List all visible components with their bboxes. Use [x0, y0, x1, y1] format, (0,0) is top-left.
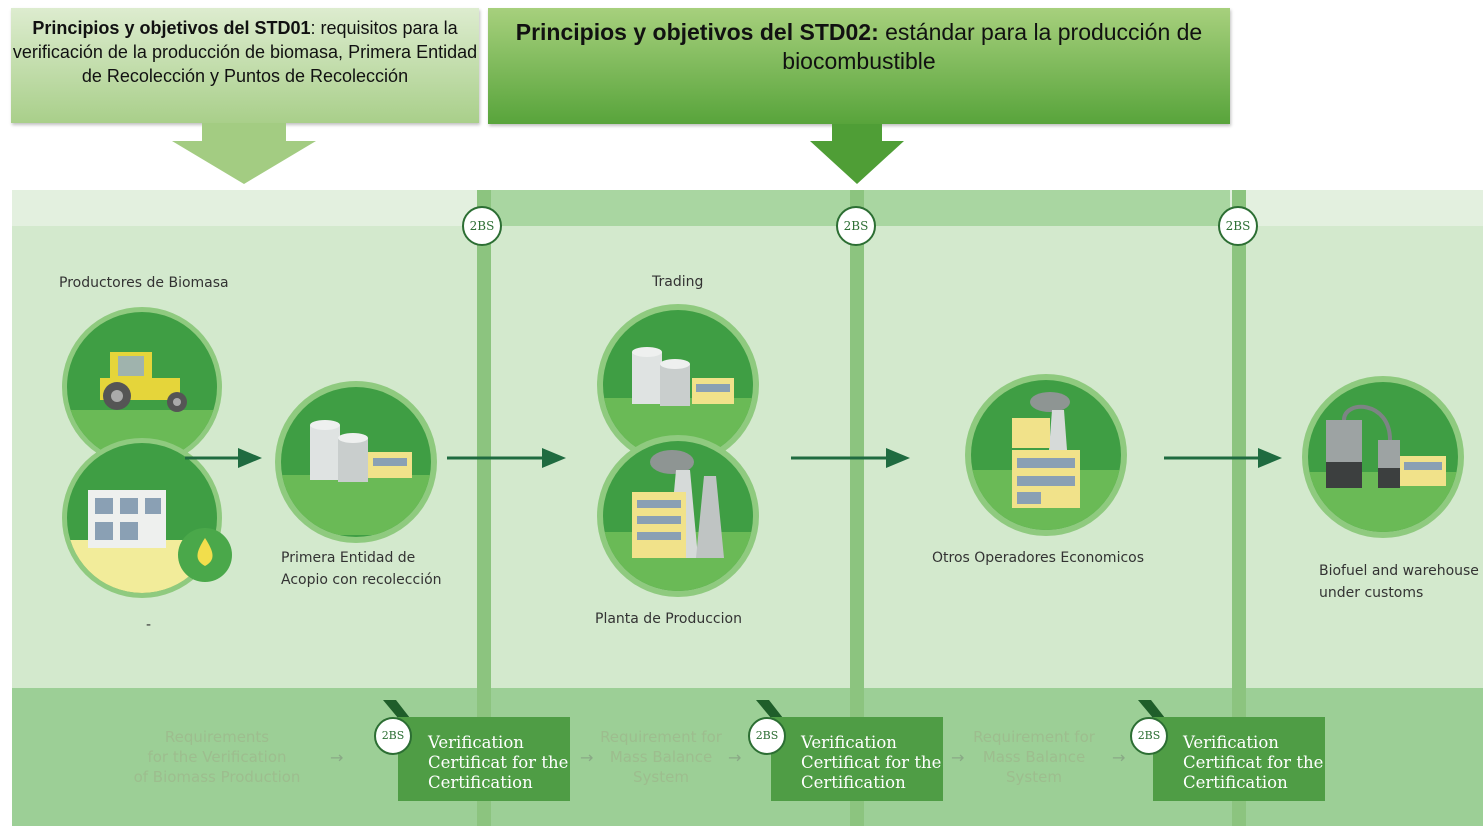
- std01-header-title: Principios y objetivos del STD01: [32, 18, 311, 38]
- std01-header-text: : requisitos para la verificación de la …: [12, 18, 478, 86]
- 2bs-seal-icon: 2BS: [462, 206, 502, 246]
- std01-header: Principios y objetivos del STD01: requis…: [11, 8, 479, 123]
- requirement-line: of Biomass Production: [133, 768, 301, 786]
- 2bs-seal-icon: 2BS: [836, 206, 876, 246]
- label-primera-2: Acopio con recolección: [281, 572, 442, 588]
- label-otros: Otros Operadores Economicos: [932, 550, 1145, 566]
- certificate-line: Certification: [801, 773, 906, 792]
- certificate-line: Verification: [801, 733, 897, 752]
- stage-divider: [1232, 190, 1246, 826]
- small-arrow-icon: →: [580, 748, 594, 767]
- small-arrow-icon: →: [728, 748, 742, 767]
- label-productores-sub: -: [146, 617, 152, 633]
- biomass-farm-icon: [62, 438, 232, 598]
- 2bs-seal-icon: 2BS: [748, 717, 786, 755]
- std01-down-arrow: [172, 123, 316, 184]
- certificate-line: Certificat for the: [1183, 753, 1324, 772]
- requirement-line: Requirement for: [600, 728, 722, 746]
- small-arrow-icon: →: [951, 748, 965, 767]
- certificate-line: Certification: [428, 773, 533, 792]
- flow-arrow: [185, 448, 1282, 468]
- verification-certificate: Verification Certificat for the Certific…: [771, 717, 943, 801]
- stage-divider: [477, 190, 491, 826]
- label-primera-1: Primera Entidad de: [281, 550, 416, 566]
- std02-header: Principios y objetivos del STD02: estánd…: [488, 8, 1230, 124]
- verification-certificate: Verification Certificat for the Certific…: [1153, 717, 1325, 801]
- certificate-line: Verification: [1183, 733, 1279, 752]
- requirement-line: Requirements: [164, 728, 270, 746]
- std02-header-title: Principios y objetivos del STD02:: [515, 19, 879, 45]
- 2bs-seal-icon: 2BS: [1130, 717, 1168, 755]
- requirement-line: System: [1006, 768, 1062, 786]
- requirement-line: Requirement for: [973, 728, 1095, 746]
- 2bs-seal-icon: 2BS: [374, 717, 412, 755]
- label-planta: Planta de Produccion: [595, 611, 742, 627]
- requirement-text: Requirement for Mass Balance System: [588, 727, 734, 787]
- 2bs-seal-icon: 2BS: [1218, 206, 1258, 246]
- label-productores: Productores de Biomasa: [59, 275, 229, 291]
- label-biofuel-2: under customs: [1319, 585, 1424, 601]
- std02-header-text: estándar para la producción de biocombus…: [782, 19, 1203, 74]
- small-arrow-icon: →: [1112, 748, 1126, 767]
- requirement-text: Requirements for the Verification of Bio…: [122, 727, 312, 787]
- warehouse-icon: [1302, 376, 1464, 538]
- label-biofuel-1: Biofuel and warehouse: [1319, 563, 1479, 579]
- requirement-line: System: [633, 768, 689, 786]
- operators-plant-icon: [965, 374, 1127, 536]
- requirement-line: Mass Balance: [609, 748, 713, 766]
- certificate-line: Certificat for the: [428, 753, 569, 772]
- requirement-text: Requirement for Mass Balance System: [961, 727, 1107, 787]
- requirement-line: Mass Balance: [982, 748, 1086, 766]
- storage-silo-icon: [275, 381, 437, 543]
- stage-divider: [850, 190, 864, 826]
- production-plant-icon: [597, 435, 759, 597]
- small-arrow-icon: →: [330, 748, 344, 767]
- label-trading: Trading: [652, 274, 704, 290]
- verification-certificate: Verification Certificat for the Certific…: [398, 717, 570, 801]
- certificate-line: Certificat for the: [801, 753, 942, 772]
- requirement-line: for the Verification: [147, 748, 287, 766]
- std02-down-arrow: [810, 124, 904, 184]
- certificate-line: Verification: [428, 733, 524, 752]
- certificate-line: Certification: [1183, 773, 1288, 792]
